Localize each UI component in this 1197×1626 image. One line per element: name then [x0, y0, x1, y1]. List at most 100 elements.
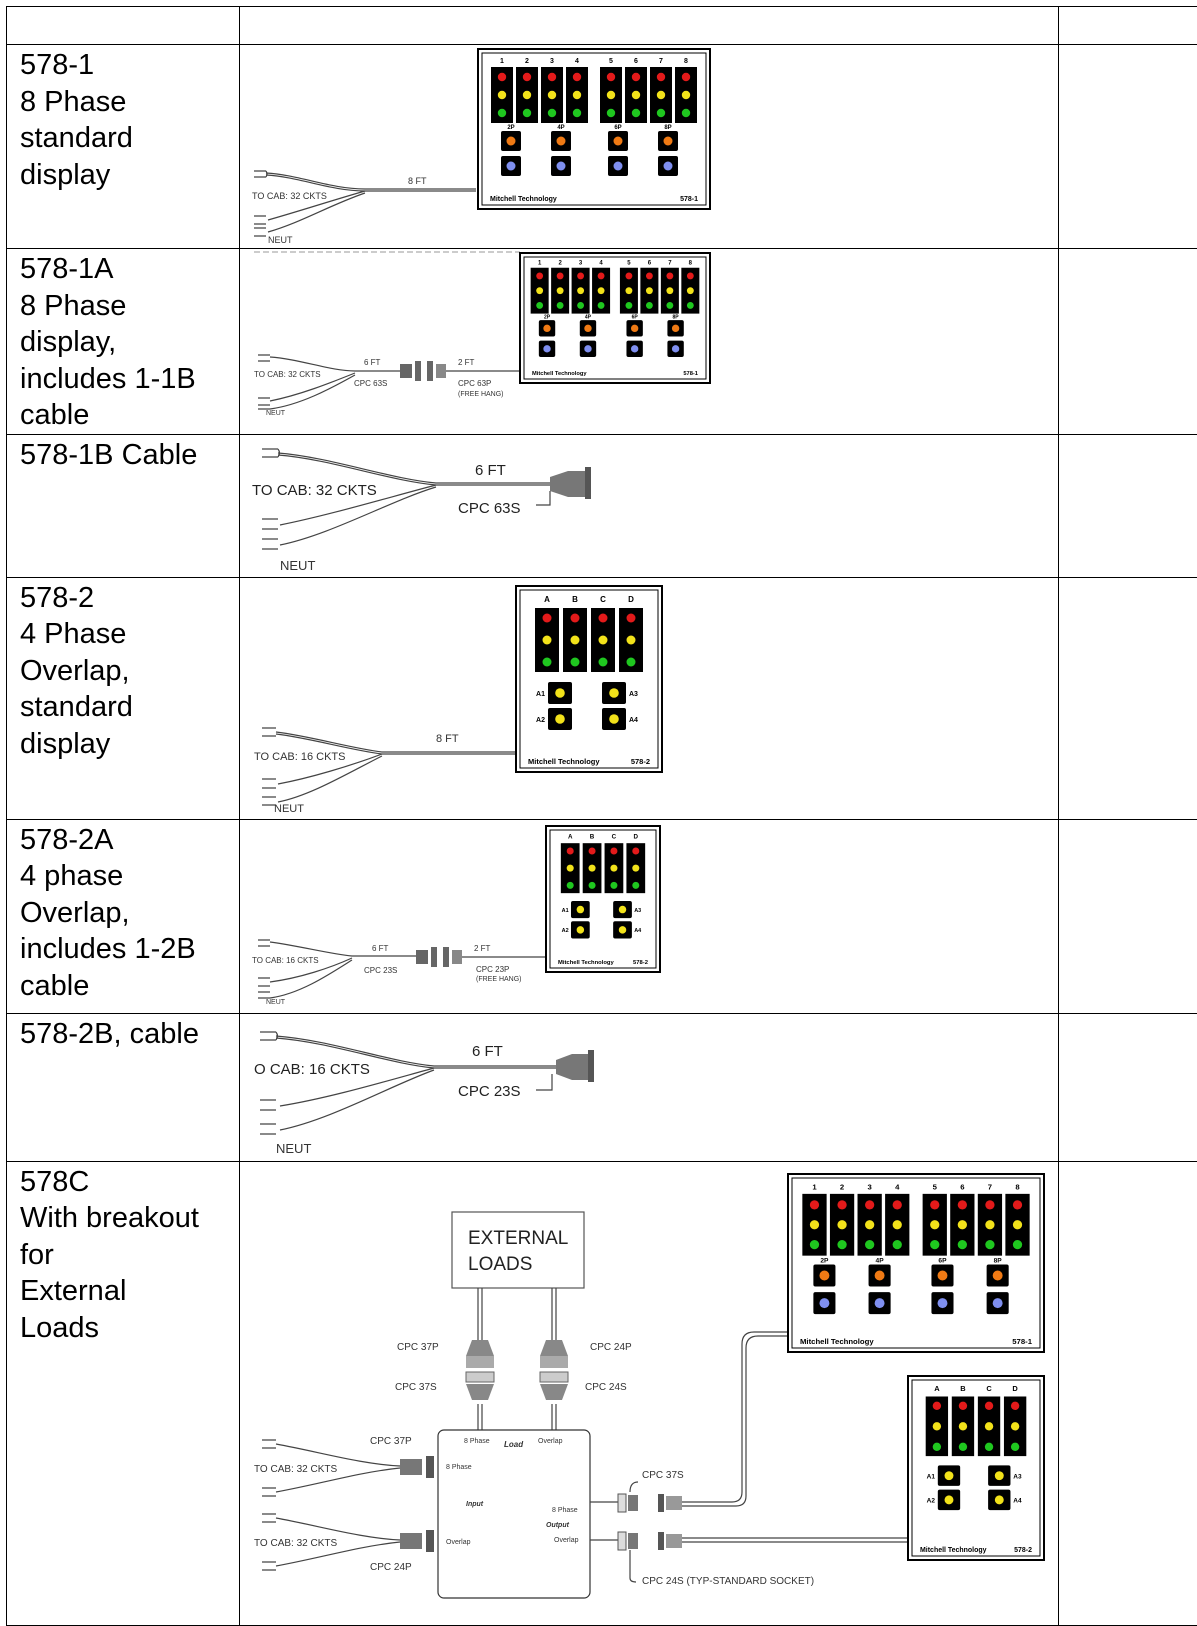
external-loads-box: EXTERNAL LOADS	[452, 1212, 584, 1288]
yellow-lamp	[632, 864, 639, 871]
orange-lamp	[993, 1270, 1003, 1280]
box-label: Load	[504, 1440, 524, 1449]
red-lamp	[543, 613, 552, 622]
red-lamp	[536, 272, 543, 279]
yellow-lamp	[619, 926, 626, 933]
input-cables: TO CAB: 32 CKTS TO CAB: 32 CKTS CPC 37P …	[254, 1436, 434, 1573]
box-label: Overlap	[446, 1539, 471, 1546]
blue-lamp	[614, 162, 623, 171]
ped-label: 8P	[994, 1257, 1003, 1264]
product-label: 578-2A 4 phase Overlap, includes 1-2B ca…	[7, 820, 239, 1005]
red-lamp	[599, 613, 608, 622]
yellow-lamp	[933, 1422, 941, 1430]
blue-lamp	[875, 1298, 885, 1308]
box-label: Overlap	[554, 1537, 579, 1544]
connector-label: CPC 63P	[458, 379, 491, 388]
red-lamp	[985, 1200, 994, 1209]
phase-number-label: 8	[684, 58, 688, 65]
to-cab-label: TO CAB: 16 CKTS	[252, 956, 319, 965]
to-cab-label: TO CAB: 32 CKTS	[252, 482, 377, 499]
green-lamp	[985, 1239, 994, 1248]
phase-letter-label: D	[628, 595, 634, 604]
green-lamp	[625, 302, 632, 309]
phase-number-label: 1	[812, 1182, 817, 1191]
ped-label: 2P	[820, 1257, 829, 1264]
load-cables: CPC 37P CPC 24P CPC 37S CPC 24S	[395, 1288, 632, 1430]
green-lamp	[599, 657, 608, 666]
red-lamp	[589, 847, 596, 854]
panel-model: 578-2	[1014, 1547, 1032, 1554]
green-lamp	[543, 657, 552, 666]
red-lamp	[865, 1200, 874, 1209]
ped-label: 2P	[544, 315, 551, 321]
phase-number-label: 4	[575, 58, 579, 65]
to-cab-label: TO CAB: 16 CKTS	[254, 751, 346, 763]
orange-lamp	[584, 325, 591, 332]
red-lamp	[682, 73, 690, 81]
phase-number-label: 4	[895, 1182, 900, 1191]
green-lamp	[589, 881, 596, 888]
orange-lamp	[664, 137, 673, 146]
ped-label: 6P	[632, 315, 639, 321]
neut-label: NEUT	[280, 558, 315, 572]
overlap-label: A1	[927, 1473, 936, 1480]
header-cell	[240, 7, 1059, 45]
panel-brand: Mitchell Technology	[800, 1337, 874, 1346]
length-label: 6 FT	[364, 358, 381, 367]
yellow-lamp	[609, 714, 619, 724]
green-lamp	[646, 302, 653, 309]
red-lamp	[837, 1200, 846, 1209]
drawing-578C: EXTERNAL LOADS CPC 37P CPC 24P CPC 37S C…	[240, 1162, 1058, 1620]
yellow-lamp	[945, 1495, 954, 1504]
table-row: 578-2 4 Phase Overlap, standard display …	[7, 577, 1197, 819]
green-lamp	[577, 302, 584, 309]
green-lamp	[958, 1239, 967, 1248]
panel-model: 578-1	[1012, 1337, 1032, 1346]
red-lamp	[607, 73, 615, 81]
ped-label: 8P	[664, 125, 671, 131]
green-lamp	[571, 657, 580, 666]
overlap-label: A3	[634, 907, 641, 913]
yellow-lamp	[687, 287, 694, 294]
yellow-lamp	[573, 91, 581, 99]
yellow-lamp	[893, 1220, 902, 1229]
blue-lamp	[938, 1298, 948, 1308]
box-label: Input	[466, 1501, 484, 1508]
red-lamp	[1013, 1200, 1022, 1209]
yellow-lamp	[571, 635, 580, 644]
phase-number-label: 3	[868, 1182, 873, 1191]
box-label: Output	[546, 1522, 570, 1529]
product-label: 578C With breakout for External Loads	[7, 1162, 239, 1347]
panel-model: 578-2	[633, 960, 649, 966]
connector-label: CPC 24P	[370, 1562, 412, 1573]
product-label: 578-1B Cable	[7, 435, 239, 474]
yellow-lamp	[958, 1220, 967, 1229]
header-cell	[7, 7, 240, 45]
yellow-lamp	[646, 287, 653, 294]
yellow-lamp	[548, 91, 556, 99]
yellow-lamp	[995, 1471, 1004, 1480]
phase-letter-label: D	[1012, 1383, 1018, 1392]
box-label: 8 Phase	[464, 1438, 490, 1445]
connector-label: CPC 24S (TYP-STANDARD SOCKET)	[642, 1576, 814, 1587]
green-lamp	[598, 302, 605, 309]
ped-label: 2P	[507, 125, 514, 131]
red-lamp	[577, 272, 584, 279]
yellow-lamp	[985, 1422, 993, 1430]
product-label: 578-2 4 Phase Overlap, standard display	[7, 578, 239, 763]
cable-assembly: TO CAB: 32 CKTS 8 FT NEUT	[252, 171, 476, 243]
length-label: 6 FT	[475, 462, 506, 479]
yellow-lamp	[985, 1220, 994, 1229]
red-lamp	[646, 272, 653, 279]
output-cables: CPC 37S CPC 24S (TYP-STANDARD SOCKET)	[590, 1332, 910, 1587]
phase-letter-label: C	[600, 595, 606, 604]
connector-label: CPC 24S	[585, 1382, 627, 1393]
overlap-label: A2	[927, 1497, 936, 1504]
overlap-label: A4	[629, 717, 638, 724]
green-lamp	[607, 109, 615, 117]
drawing-578-1B: TO CAB: 32 CKTS 6 FT CPC 63S NEUT	[240, 435, 1058, 572]
header-cell	[1059, 7, 1197, 45]
